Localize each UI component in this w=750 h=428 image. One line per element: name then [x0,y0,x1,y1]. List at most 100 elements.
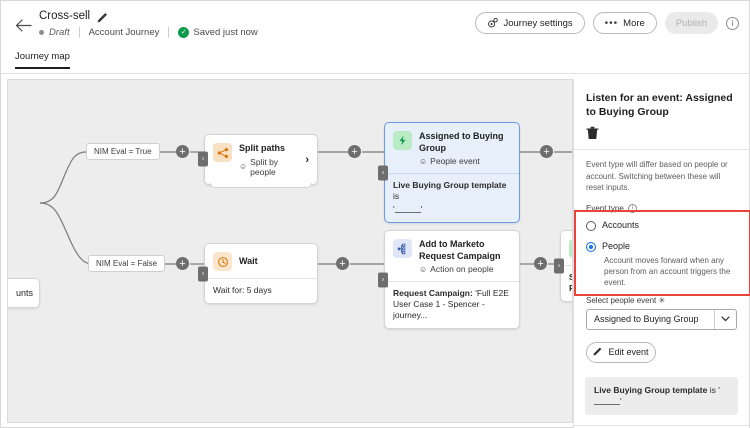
node-expand-chevron-icon[interactable]: › [554,258,564,274]
add-step-button[interactable]: + [534,257,547,270]
journey-canvas[interactable]: unts NIM Eval = True NIM Eval = False + … [7,79,573,423]
branch-label-false[interactable]: NIM Eval = False [88,255,166,272]
node-body: Live Buying Group template is '' [385,173,519,222]
more-dots-icon: ••• [604,17,619,29]
add-step-button[interactable]: + [336,257,349,270]
node-header: Assigned to Buying Group ☺ People event [385,123,519,173]
person-icon: ☺ [419,264,428,274]
more-label: More [623,17,645,29]
node-header [561,231,572,265]
publish-label: Publish [675,17,707,29]
node-expand-chevron-icon[interactable]: › [198,266,208,281]
node-body: Request Campaign: 'Full E2E User Case 1 … [385,281,519,328]
node-subtitle: ☺ People event [419,156,511,166]
pencil-icon [593,346,603,358]
node-text: Split paths ☺ Split by people [239,143,294,177]
node-subtitle-label: Action on people [430,264,494,274]
node-expand-chevron-icon[interactable]: › [198,151,208,167]
journey-settings-button[interactable]: Journey settings [475,12,585,34]
node-title-line2: Rela [569,283,572,293]
node-body-strong: Live Buying Group template [393,180,507,190]
condition-blank [594,403,620,405]
chevron-down-icon[interactable] [714,309,736,329]
add-step-button[interactable]: + [176,145,189,158]
condition-chip[interactable]: Live Buying Group template is '' [585,376,738,415]
branch-label-true[interactable]: NIM Eval = True [86,143,160,160]
meta-row: Draft Account Journey ✓ Saved just now [39,27,258,38]
condition-rest: is [709,384,716,395]
radio-option-people[interactable]: People [574,239,749,254]
condition-strong: Live Buying Group template [594,384,708,395]
node-scoring-related[interactable]: › Scor Rela [554,230,572,302]
add-step-button[interactable]: + [176,257,189,270]
node-header: Wait [205,244,317,278]
people-event-selected-value: Assigned to Buying Group [594,314,699,324]
more-button[interactable]: ••• More [592,12,657,34]
info-icon[interactable]: i [627,203,637,213]
select-people-event-label: Select people event ✳ [574,288,749,309]
node-title: Add to Marketo Request Campaign [419,239,501,261]
node-expand-chevron-icon[interactable]: › [378,272,388,287]
node-wait[interactable]: › Wait Wait for: 5 days [198,243,318,304]
node-chevron-right-icon[interactable]: › [305,153,309,166]
node-assigned-to-buying-group[interactable]: › Assigned to Buying Group ☺ People even… [378,122,520,223]
event-bolt-icon [569,239,572,258]
people-event-select[interactable]: Assigned to Buying Group [586,308,737,330]
clock-icon [213,252,232,271]
edit-event-button[interactable]: Edit event [586,341,656,363]
info-icon[interactable]: i [726,16,739,30]
event-type-label: Event type [586,203,624,213]
panel-actions [574,119,749,149]
check-circle-icon: ✓ [178,27,190,38]
node-body: Scor Rela [561,265,572,301]
node-title: Wait [239,256,258,266]
required-asterisk: ✳ [658,295,666,305]
radio-icon [586,220,596,231]
event-type-label-row: Event type i [574,194,749,218]
divider [78,27,80,38]
radio-icon-selected [586,241,596,252]
edit-event-label: Edit event [608,347,649,357]
person-icon: ☺ [419,156,428,166]
trash-icon[interactable] [586,126,599,140]
node-body: Wait for: 5 days [205,278,317,303]
publish-button[interactable]: Publish [664,12,718,34]
add-step-button[interactable]: + [348,145,361,158]
node-body-strong: Request Campaign: [393,288,473,298]
node-subtitle-label: Split by people [250,156,279,177]
page-title: Cross-sell [39,10,91,22]
radio-option-accounts[interactable]: Accounts [574,218,749,233]
node-title-line1: Scor [569,272,572,282]
tab-journey-map[interactable]: Journey map [15,51,70,69]
tab-bar: Journey map [1,48,749,74]
select-label-text: Select people event [586,295,657,305]
journey-type-label: Account Journey [88,27,160,38]
back-arrow-icon[interactable] [13,15,33,35]
edit-title-pencil-icon[interactable] [97,10,109,23]
node-title: Assigned to Buying Group [419,131,504,153]
radio-label: People [602,240,631,251]
node-add-to-marketo-request-campaign[interactable]: › Add to Marketo Request Campaign ☺ [378,230,520,329]
saved-label: Saved just now [193,27,258,38]
node-split-paths[interactable]: › Split paths ☺ Split by people [198,134,318,188]
add-step-button[interactable]: + [540,145,553,158]
split-paths-icon [213,143,232,162]
entry-node[interactable]: unts [8,278,40,308]
event-properties-panel: Listen for an event: Assigned to Buying … [573,79,749,428]
panel-title: Listen for an event: Assigned to Buying … [586,92,733,118]
app-header: Cross-sell Draft Account Journey ✓ Saved… [1,1,749,48]
divider [168,27,170,38]
radio-description: Account moves forward when any person fr… [604,255,731,287]
node-text: Wait [239,252,309,271]
node-expand-chevron-icon[interactable]: › [378,165,388,180]
node-body-rest: 'Full E2E User Case 1 - Spencer -journey… [393,288,509,320]
node-body-blank: '' [393,204,423,214]
node-text: Add to Marketo Request Campaign ☺ Action… [419,239,511,274]
gear-icon [487,17,499,29]
node-stack-indicator [210,182,312,188]
node-title: Split paths [239,143,286,153]
entry-node-label: unts [15,288,33,298]
header-toolbar: Journey settings ••• More Publish i [475,12,739,34]
journey-settings-label: Journey settings [503,17,573,29]
